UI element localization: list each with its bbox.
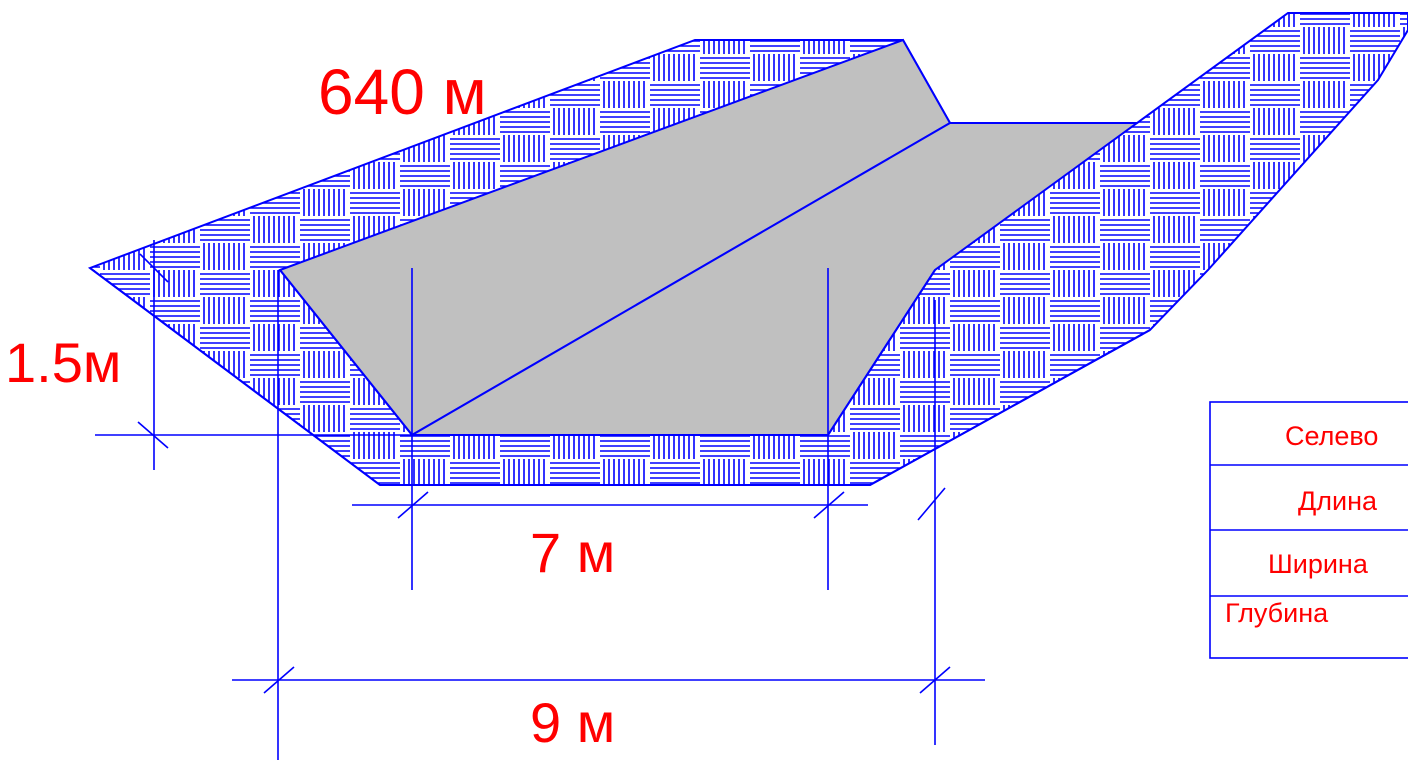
table-row-selevo: Селево [1285,421,1378,451]
table-row-depth: Глубина [1225,598,1329,628]
dimension-lines [95,240,985,760]
parameter-table: Селево Длина Ширина Глубина [1209,401,1408,659]
table-row-length: Длина [1298,486,1378,516]
bottom-width-label: 7 м [530,521,615,584]
top-width-label: 9 м [530,691,615,754]
depth-label: 1.5м [5,331,121,394]
length-label: 640 м [318,56,487,128]
outline-lines [89,267,1151,486]
table-row-width: Ширина [1268,549,1369,579]
